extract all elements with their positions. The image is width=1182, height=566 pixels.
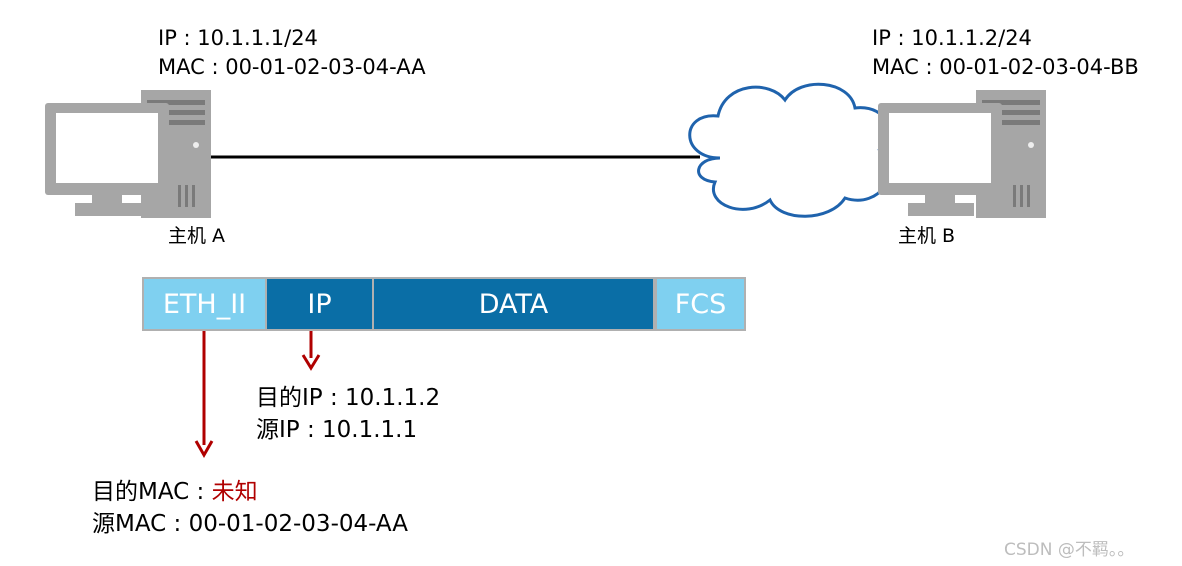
host-b-mac: MAC : 00-01-02-03-04-BB [872, 55, 1139, 79]
host-a-label: 主机 A [168, 225, 226, 247]
watermark: CSDN @不羁。。 [1004, 540, 1135, 560]
src-ip: 源IP : 10.1.1.1 [256, 417, 418, 443]
frame-field-eth: ETH_II [142, 277, 267, 331]
host-a-mac: MAC : 00-01-02-03-04-AA [158, 55, 426, 79]
host-b-ip: IP : 10.1.1.2/24 [872, 26, 1032, 50]
cloud-icon [688, 82, 892, 218]
host-b-label: 主机 B [898, 225, 956, 247]
ip-arrow [301, 331, 321, 371]
dst-mac-value: 未知 [211, 479, 258, 505]
dst-ip: 目的IP : 10.1.1.2 [256, 385, 441, 411]
frame-field-fcs: FCS [655, 277, 746, 331]
frame-field-data: DATA [372, 277, 655, 331]
src-mac: 源MAC : 00-01-02-03-04-AA [92, 511, 409, 537]
dst-mac: 目的MAC : 未知 [92, 478, 258, 506]
computer-icon [878, 90, 1046, 218]
host-a-ip: IP : 10.1.1.1/24 [158, 26, 318, 50]
computer-icon [45, 90, 211, 218]
eth-arrow [194, 331, 214, 459]
frame-field-ip: IP [267, 277, 372, 331]
dst-mac-label: 目的MAC : [92, 479, 212, 505]
